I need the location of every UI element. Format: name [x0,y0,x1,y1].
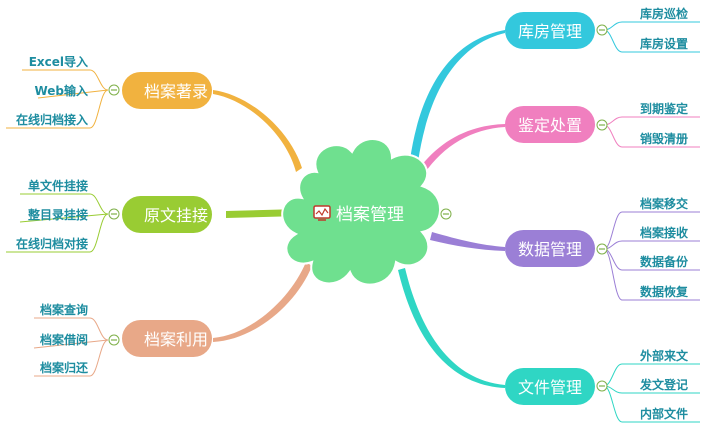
leaf-node[interactable]: 档案归还 [40,360,89,375]
connector-archive-use [213,262,312,342]
leaf-lines-archive-entry [6,69,109,129]
collapse-toggle-center[interactable] [440,208,452,220]
leaf-node[interactable]: 库房巡检 [640,6,688,21]
branch-node-storage[interactable]: 库房管理 [505,12,595,49]
branch-node-attach[interactable]: 原文挂接 [122,196,212,233]
branch-label: 原文挂接 [144,206,208,225]
connector-data [430,232,505,251]
leaf-node[interactable]: 档案查询 [40,302,88,317]
leaf-node[interactable]: 单文件挂接 [28,178,88,193]
leaf-node[interactable]: 发文登记 [639,377,688,392]
leaf-node[interactable]: 数据备份 [640,254,689,269]
leaf-node[interactable]: 在线归档对接 [16,236,88,251]
connector-file [398,268,505,388]
branch-node-appraisal[interactable]: 鉴定处置 [505,106,595,143]
leaf-node[interactable]: 数据恢复 [640,284,689,299]
collapse-toggle-archive-entry[interactable] [108,84,120,96]
branch-label: 数据管理 [518,240,582,259]
connector-appraisal [418,124,505,174]
leaf-node[interactable]: Excel导入 [29,54,88,69]
leaf-node[interactable]: 整目录挂接 [27,207,88,222]
leaf-lines-archive-use [33,317,109,377]
collapse-toggle-storage[interactable] [596,24,608,36]
leaf-node[interactable]: 到期鉴定 [640,101,688,116]
monitor-chart-icon [313,205,331,221]
collapse-toggle-attach[interactable] [108,208,120,220]
branch-node-data[interactable]: 数据管理 [505,230,595,267]
collapse-toggle-data[interactable] [596,243,608,255]
leaf-node[interactable]: 销毁清册 [640,131,688,146]
collapse-toggle-appraisal[interactable] [596,119,608,131]
branch-label: 档案利用 [144,330,208,349]
center-node[interactable]: 档案管理 [281,138,441,286]
branch-node-file[interactable]: 文件管理 [505,368,595,405]
branch-node-archive-entry[interactable]: 档案著录 [122,72,212,109]
leaf-node[interactable]: 档案移交 [640,196,688,211]
leaf-node[interactable]: 在线归档接入 [16,112,88,127]
collapse-toggle-archive-use[interactable] [108,334,120,346]
connector-storage [410,30,505,162]
center-node-label: 档案管理 [336,205,404,225]
leaf-node[interactable]: 库房设置 [640,36,688,51]
branch-label: 库房管理 [518,22,582,41]
leaf-node[interactable]: 内部文件 [640,406,688,421]
branch-label: 文件管理 [518,378,582,397]
branch-label: 档案著录 [144,82,208,101]
leaf-node[interactable]: Web输入 [34,83,88,98]
connector-archive-entry [213,90,302,172]
center-cloud-shape [281,138,441,286]
leaf-node[interactable]: 档案借阅 [40,332,88,347]
leaf-node[interactable]: 外部来文 [640,348,689,363]
leaf-node[interactable]: 档案接收 [640,225,688,240]
collapse-toggle-file[interactable] [596,380,608,392]
leaf-lines-attach [6,193,109,253]
branch-node-archive-use[interactable]: 档案利用 [122,320,212,357]
branch-label: 鉴定处置 [518,116,582,135]
